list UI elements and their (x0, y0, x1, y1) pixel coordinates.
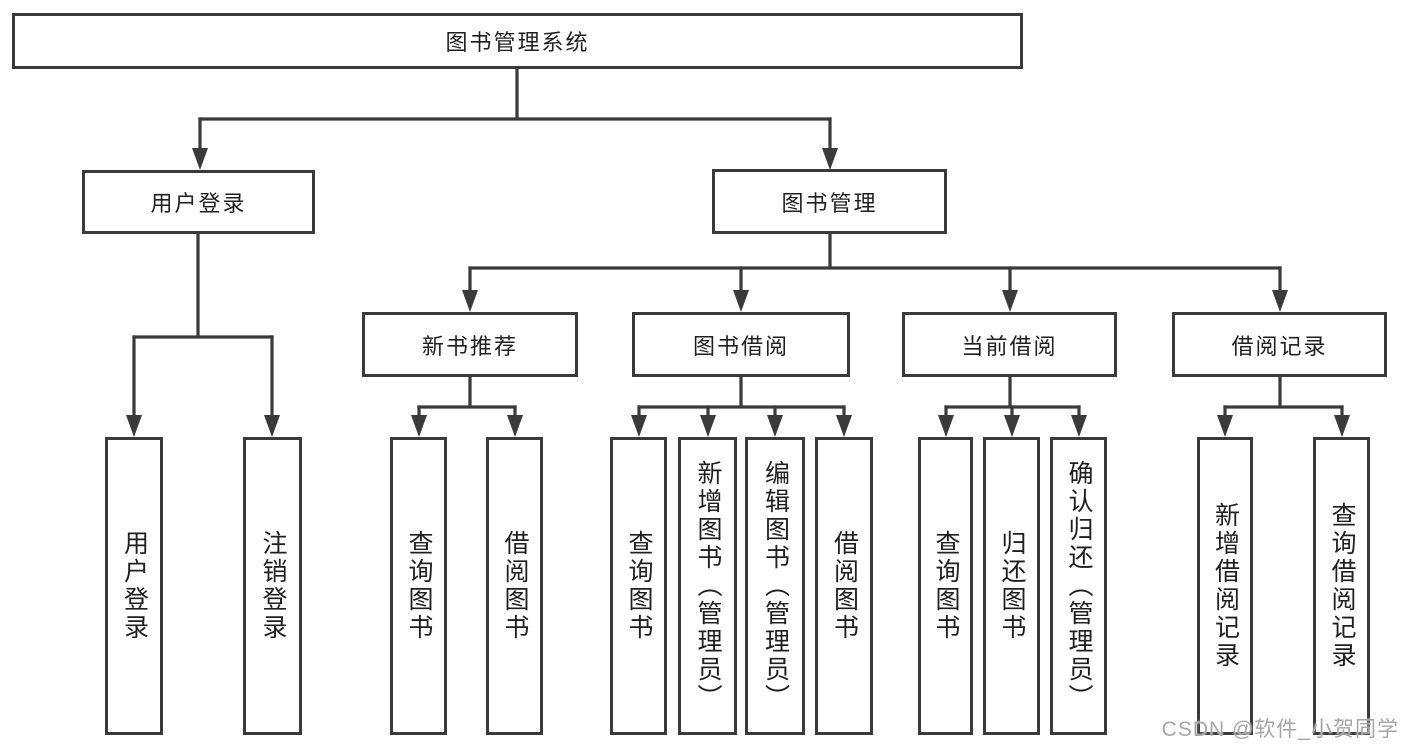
leaf-return-book-label: 归还图书 (998, 530, 1026, 642)
leaf-recommend-borrow-book: 借阅图书 (486, 437, 543, 735)
node-current-borrow-label: 当前借阅 (961, 333, 1058, 359)
leaf-logout: 注销登录 (243, 437, 302, 735)
node-new-book-recommend-label: 新书推荐 (421, 333, 518, 359)
leaf-add-book-admin: 新增图书（管理员） (678, 437, 737, 735)
node-root: 图书管理系统 (12, 13, 1023, 69)
leaf-recommend-query-book: 查询图书 (390, 437, 447, 735)
leaf-recommend-query-book-label: 查询图书 (405, 530, 433, 642)
node-book-management: 图书管理 (712, 169, 947, 234)
leaf-return-book: 归还图书 (983, 437, 1040, 735)
leaf-query-borrow-record-label: 查询借阅记录 (1328, 502, 1356, 670)
leaf-borrow-book: 借阅图书 (815, 437, 873, 735)
leaf-user-login-label: 用户登录 (120, 530, 149, 642)
csdn-watermark: CSDN @软件_小贺同学 (1161, 718, 1399, 741)
node-root-label: 图书管理系统 (445, 30, 590, 55)
leaf-edit-book-admin-label: 编辑图书（管理员） (761, 460, 790, 712)
leaf-current-query-book: 查询图书 (918, 437, 973, 735)
leaf-add-book-admin-label: 新增图书（管理员） (694, 460, 722, 712)
leaf-borrow-query-book: 查询图书 (610, 437, 667, 735)
leaf-user-login: 用户登录 (105, 437, 163, 735)
node-borrow-record: 借阅记录 (1172, 312, 1387, 377)
leaf-borrow-query-book-label: 查询图书 (625, 530, 653, 642)
leaf-borrow-book-label: 借阅图书 (830, 530, 859, 642)
node-user-login-label: 用户登录 (150, 191, 247, 216)
node-current-borrow: 当前借阅 (902, 312, 1117, 377)
node-new-book-recommend: 新书推荐 (362, 312, 578, 377)
leaf-confirm-return-admin-label: 确认归还（管理员） (1065, 460, 1093, 712)
node-borrow-record-label: 借阅记录 (1231, 333, 1328, 359)
leaf-query-borrow-record: 查询借阅记录 (1313, 437, 1370, 735)
node-user-login: 用户登录 (82, 170, 315, 234)
leaf-edit-book-admin: 编辑图书（管理员） (745, 437, 805, 735)
leaf-add-borrow-record-label: 新增借阅记录 (1211, 502, 1240, 670)
node-book-borrow: 图书借阅 (632, 312, 850, 377)
leaf-logout-label: 注销登录 (259, 530, 287, 642)
leaf-confirm-return-admin: 确认归还（管理员） (1050, 437, 1107, 735)
leaf-current-query-book-label: 查询图书 (932, 530, 960, 642)
node-book-borrow-label: 图书借阅 (692, 333, 789, 359)
leaf-recommend-borrow-book-label: 借阅图书 (501, 530, 529, 642)
node-book-management-label: 图书管理 (781, 190, 878, 216)
leaf-add-borrow-record: 新增借阅记录 (1197, 437, 1253, 735)
